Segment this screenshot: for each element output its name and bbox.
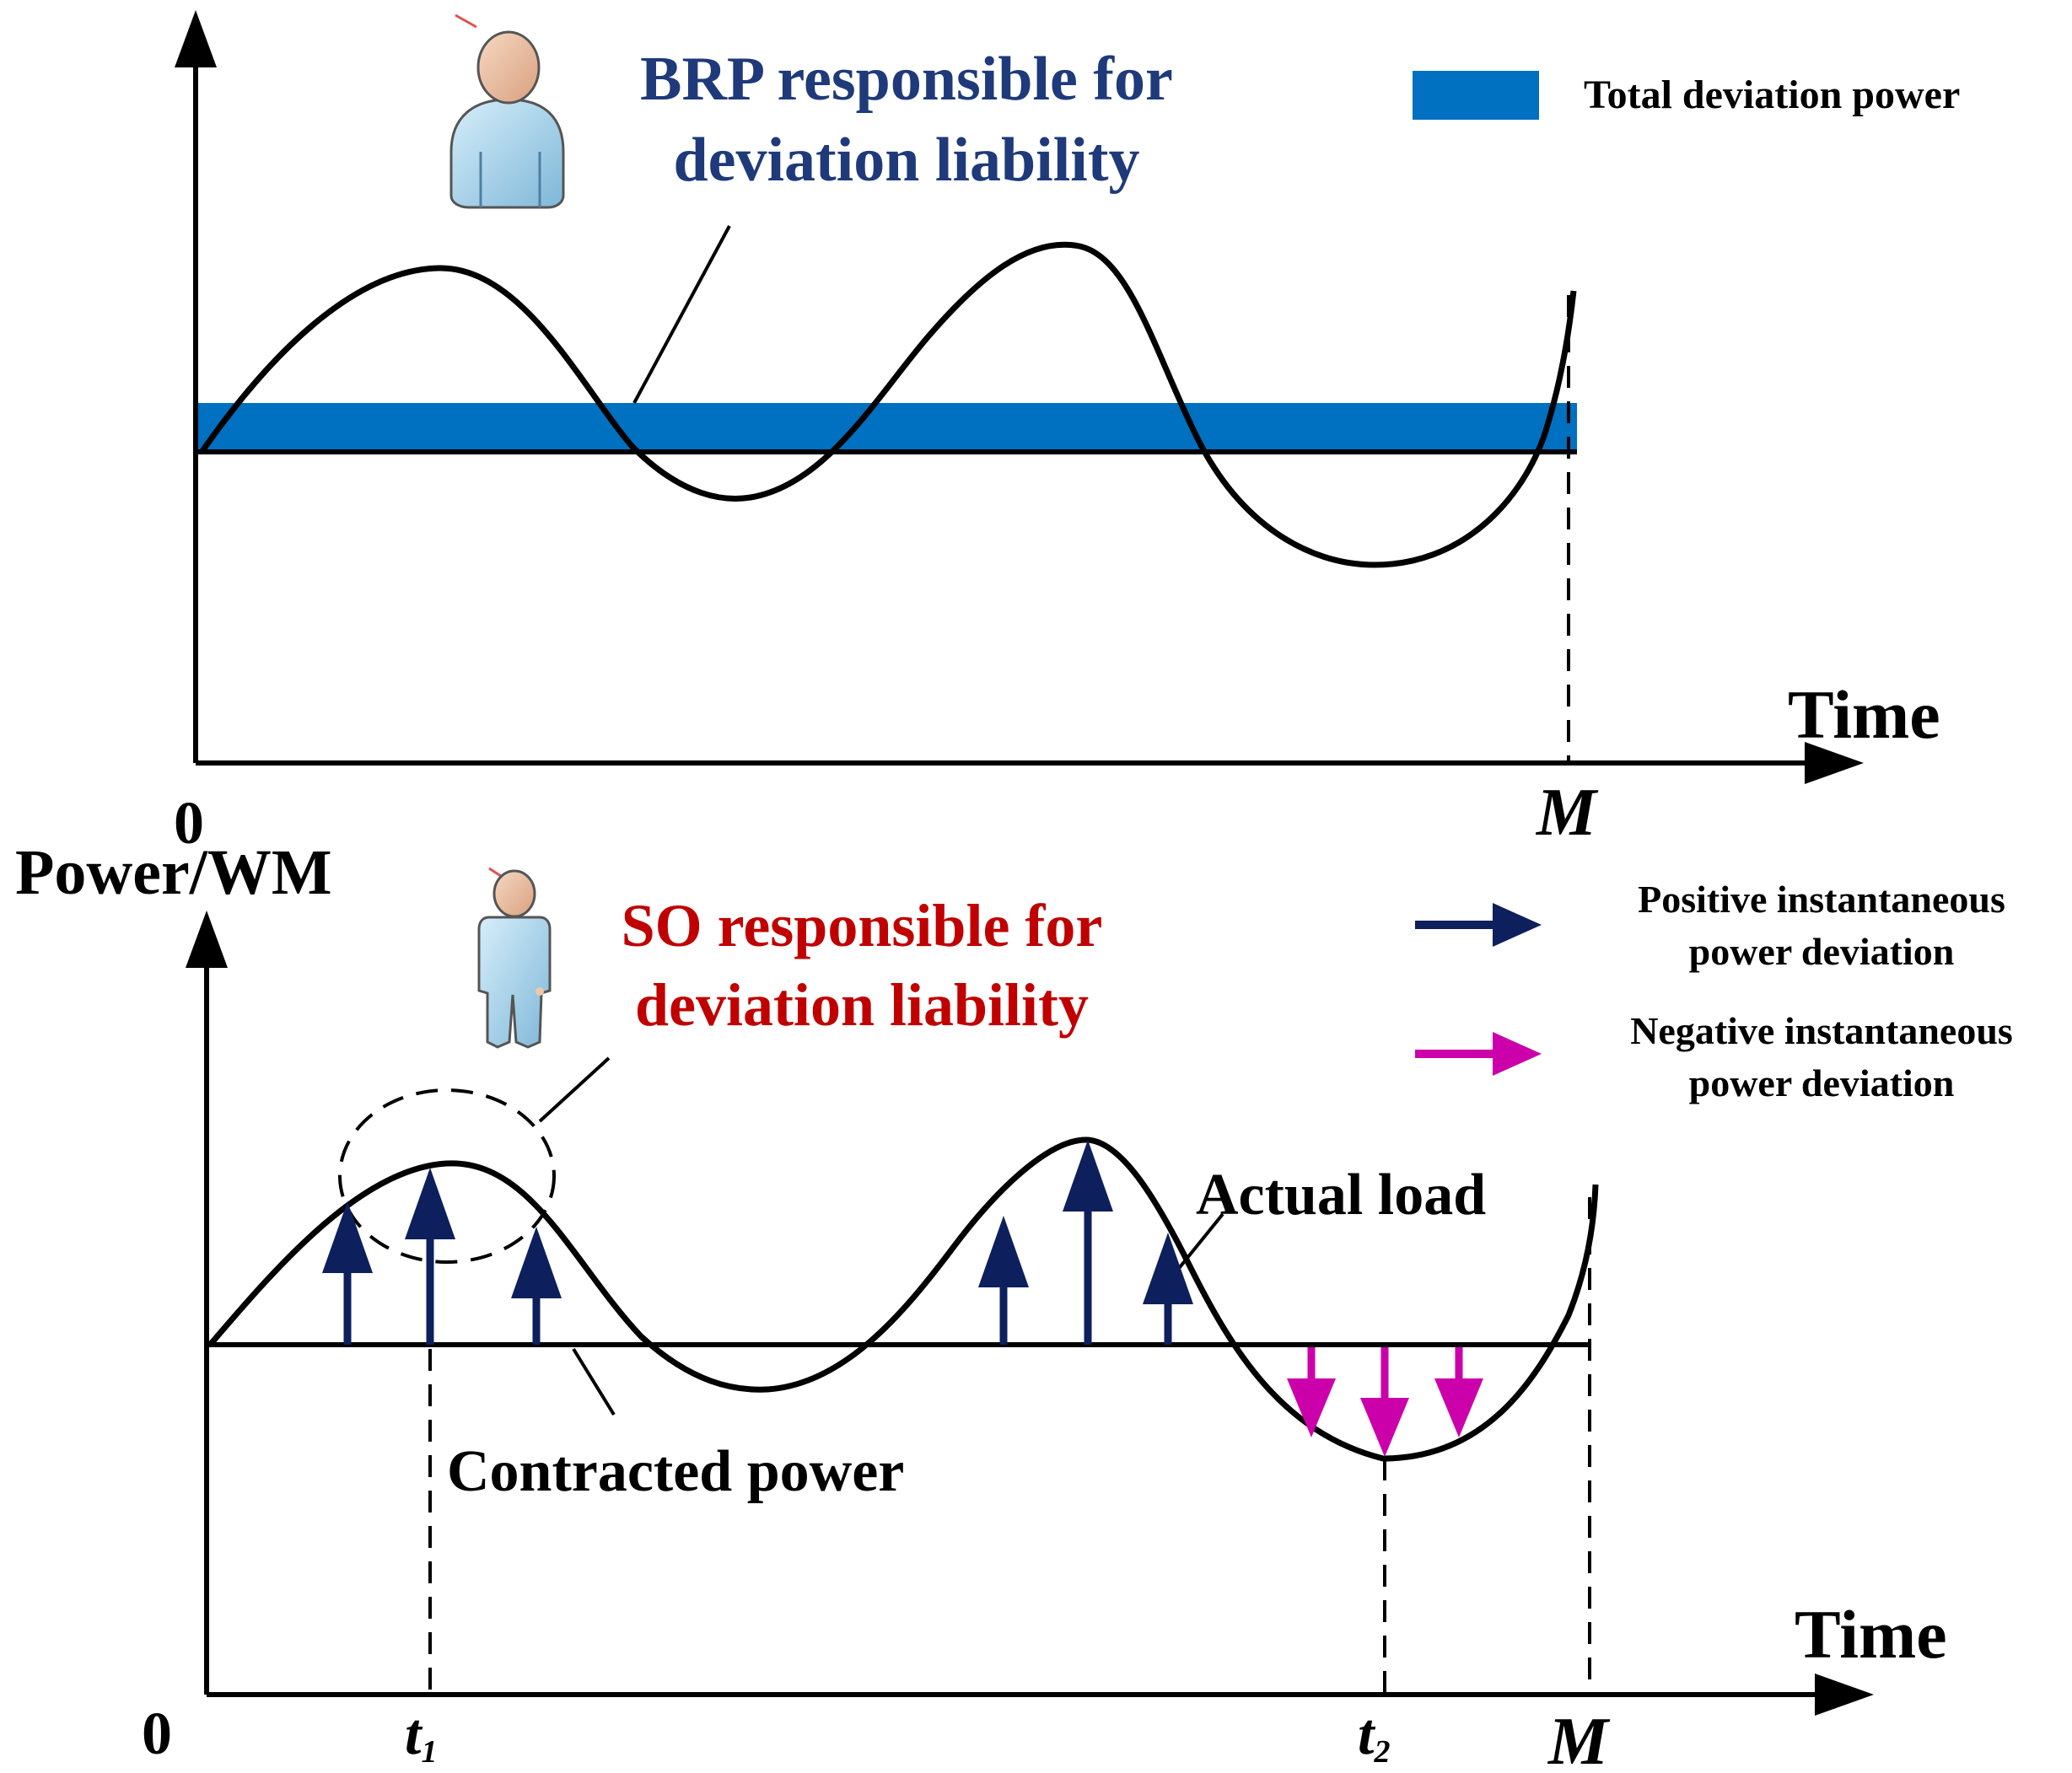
legend-positive-arrow-icon [1415,903,1542,947]
top-actual-load-curve [200,241,1577,568]
total-deviation-band [196,403,1577,452]
bottom-m-tick-label: M [1547,1705,1611,1773]
deviation-arrows [322,1140,1483,1457]
top-x-axis-arrowhead [1805,742,1864,784]
legend-deviation-swatch [1413,71,1539,120]
top-m-tick-label: M [1535,776,1599,850]
bottom-origin-label: 0 [142,1700,172,1767]
so-title-leader [538,1056,611,1123]
legend-total-deviation-label: Total deviation power [1584,73,1960,117]
t2-tick-label: t2 [1358,1702,1390,1770]
bottom-x-axis-arrowhead [1815,1674,1874,1716]
top-y-axis-arrowhead [175,10,217,67]
legend-negative-line1: Negative instantaneous [1630,1009,2013,1052]
legend-positive-line2: power deviation [1689,930,1955,973]
bottom-actual-load-curve [208,1136,1599,1462]
bottom-x-axis-label: Time [1795,1596,1947,1673]
positive-deviation-arrow [1143,1233,1193,1345]
legend-negative-arrow-icon [1415,1032,1542,1076]
contracted-power-label: Contracted power [447,1439,904,1504]
person-bust-icon [449,13,565,209]
top-origin-label: 0 [174,789,204,857]
person-standing-icon [477,867,552,1049]
positive-deviation-arrow [978,1216,1029,1345]
t2-subscript: 2 [1373,1734,1390,1770]
contracted-power-leader [572,1347,616,1416]
positive-deviation-arrow [511,1227,562,1345]
negative-deviation-arrow [1434,1347,1483,1437]
t1-tick-label: t1 [405,1702,437,1770]
brp-title-line1: BRP responsible for [640,45,1173,114]
so-title-line2: deviation liability [635,971,1089,1039]
so-title-line1: SO responsible for [622,892,1103,959]
positive-deviation-arrow [405,1168,455,1345]
bottom-y-axis-arrowhead [186,911,228,968]
so-highlight-ellipse [338,1088,556,1264]
top-title-leader [632,225,731,404]
legend-negative-line2: power deviation [1689,1061,1955,1104]
negative-deviation-arrow [1360,1347,1409,1457]
positive-deviation-arrow [322,1201,373,1345]
actual-load-leader [1175,1212,1224,1273]
negative-deviation-arrow [1287,1347,1336,1437]
bottom-panel: Power/WM SO responsible for de [15,837,2013,1773]
positive-deviation-arrow [1063,1140,1113,1345]
brp-title-line2: deviation liability [673,126,1139,195]
t1-subscript: 1 [421,1734,437,1770]
actual-load-label: Actual load [1196,1163,1486,1228]
top-x-axis-label: Time [1788,676,1940,753]
top-panel: BRP responsible for deviation liability … [174,10,1960,857]
y-axis-label: Power/WM [15,837,332,908]
legend-positive-line1: Positive instantaneous [1638,878,2005,921]
